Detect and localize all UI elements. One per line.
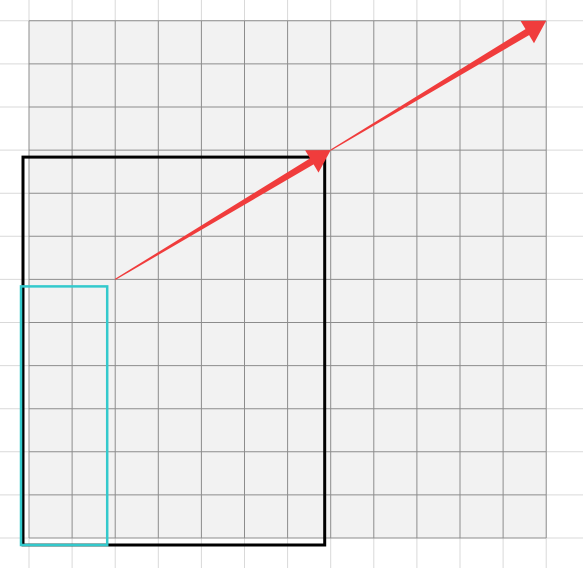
black-rectangle xyxy=(21,155,327,547)
shaded-grid-lines xyxy=(28,20,547,539)
arrows-layer xyxy=(114,20,547,280)
long-arrow xyxy=(330,20,547,151)
short-arrow xyxy=(114,150,331,280)
short-arrow-shape xyxy=(114,150,331,280)
long-arrow-shape xyxy=(330,20,547,151)
cyan-rectangle xyxy=(19,285,109,547)
